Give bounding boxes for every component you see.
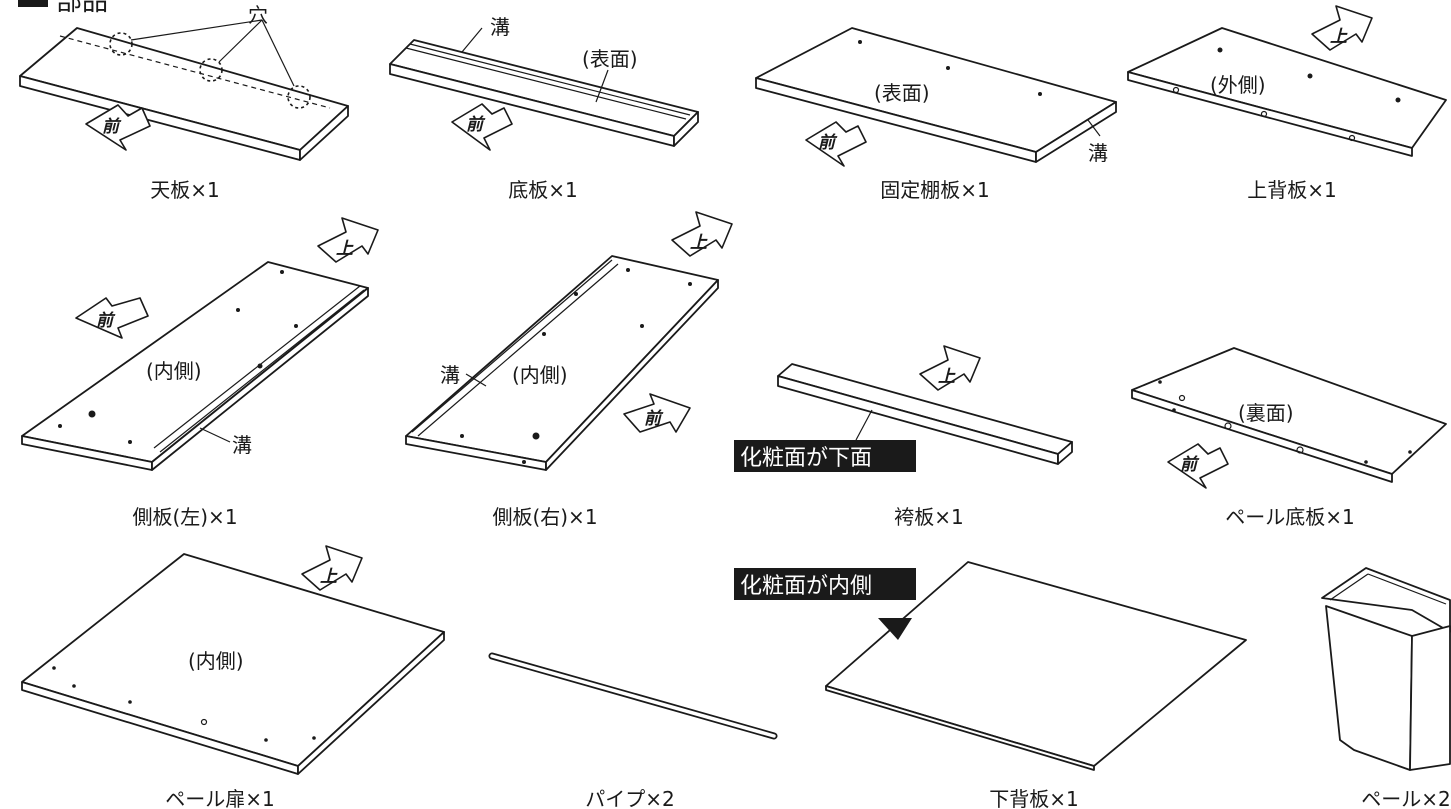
part-kick-board: 上 化粧面が下面 袴板×1 — [734, 345, 1073, 529]
label-back: (裏面) — [1238, 401, 1294, 425]
label-groove-shelf: 溝 — [1088, 141, 1108, 165]
front-arrow-icon: 前 — [75, 297, 149, 339]
caption-fixed-shelf: 固定棚板×1 — [880, 178, 989, 202]
tag-face-inside: 化粧面が内側 — [734, 568, 916, 600]
label-outside: (外側) — [1210, 73, 1266, 97]
caption-pipe: パイプ×2 — [585, 787, 674, 809]
label-groove-bottom: 溝 — [490, 15, 510, 39]
front-arrow-icon: 前 — [805, 121, 867, 167]
up-arrow-icon: 上 — [919, 345, 981, 391]
caption-top-board: 天板×1 — [150, 178, 219, 202]
svg-text:前: 前 — [818, 133, 838, 153]
svg-text:前: 前 — [466, 115, 486, 135]
part-bottom-board: 溝 (表面) 前 底板×1 — [389, 15, 699, 202]
up-arrow-icon: 上 — [1311, 5, 1373, 51]
label-inside-door: (内側) — [188, 649, 244, 673]
svg-text:上: 上 — [938, 367, 956, 387]
caption-pail-bottom: ペール底板×1 — [1225, 505, 1354, 529]
up-arrow-icon: 上 — [317, 217, 379, 263]
tag-face-down: 化粧面が下面 — [734, 440, 916, 472]
svg-text:前: 前 — [96, 311, 116, 331]
part-pail-door: (内側) 上 ペール扉×1 — [21, 545, 445, 809]
part-lower-back: 化粧面が内側 下背板×1 — [734, 561, 1247, 809]
front-arrow-icon: 前 — [451, 103, 513, 151]
caption-side-right: 側板(右)×1 — [492, 505, 597, 529]
svg-text:上: 上 — [320, 567, 338, 587]
label-groove-left: 溝 — [232, 433, 252, 457]
caption-pail: ペール×2 — [1361, 787, 1450, 809]
caption-bottom-board: 底板×1 — [508, 178, 577, 202]
front-arrow-icon: 前 — [623, 393, 691, 433]
caption-upper-back: 上背板×1 — [1247, 178, 1336, 202]
svg-text:前: 前 — [1180, 455, 1200, 475]
svg-text:化粧面が内側: 化粧面が内側 — [740, 574, 872, 599]
label-inside-left: (内側) — [146, 359, 202, 383]
up-arrow-icon: 上 — [301, 545, 363, 591]
part-pipe: パイプ×2 — [488, 652, 778, 809]
part-pail-bottom: (裏面) 前 ペール底板×1 — [1131, 347, 1447, 529]
svg-text:上: 上 — [1330, 27, 1348, 47]
part-side-right: 溝 (内側) 前 上 側板(右)×1 — [405, 211, 733, 529]
front-arrow-icon: 前 — [1167, 443, 1229, 489]
front-arrow-icon: 前 — [85, 104, 151, 151]
caption-kick-board: 袴板×1 — [894, 505, 963, 529]
caption-side-left: 側板(左)×1 — [132, 505, 237, 529]
part-pail: ペール×2 — [1321, 567, 1451, 809]
svg-text:前: 前 — [102, 117, 122, 137]
svg-text:上: 上 — [336, 239, 354, 259]
label-surface-bottom: (表面) — [582, 47, 638, 71]
label-inside-right: (内側) — [512, 363, 568, 387]
svg-text:前: 前 — [644, 409, 664, 429]
up-arrow-icon: 上 — [671, 211, 733, 257]
caption-pail-door: ペール扉×1 — [165, 787, 274, 809]
svg-text:上: 上 — [690, 233, 708, 253]
caption-lower-back: 下背板×1 — [989, 787, 1078, 809]
part-fixed-shelf: (表面) 溝 前 固定棚板×1 — [755, 27, 1117, 202]
heading-text: 部品 — [56, 0, 108, 17]
label-surface-shelf: (表面) — [874, 81, 930, 105]
svg-text:化粧面が下面: 化粧面が下面 — [740, 446, 872, 471]
label-groove-right: 溝 — [440, 363, 460, 387]
page-heading: 部品 — [18, 0, 108, 17]
part-upper-back: (外側) 上 上背板×1 — [1127, 5, 1447, 202]
label-hole: 穴 — [248, 3, 268, 27]
part-top-board: 穴 前 天板×1 — [19, 3, 349, 202]
part-side-left: (内側) 溝 前 上 側板(左)×1 — [21, 217, 379, 529]
